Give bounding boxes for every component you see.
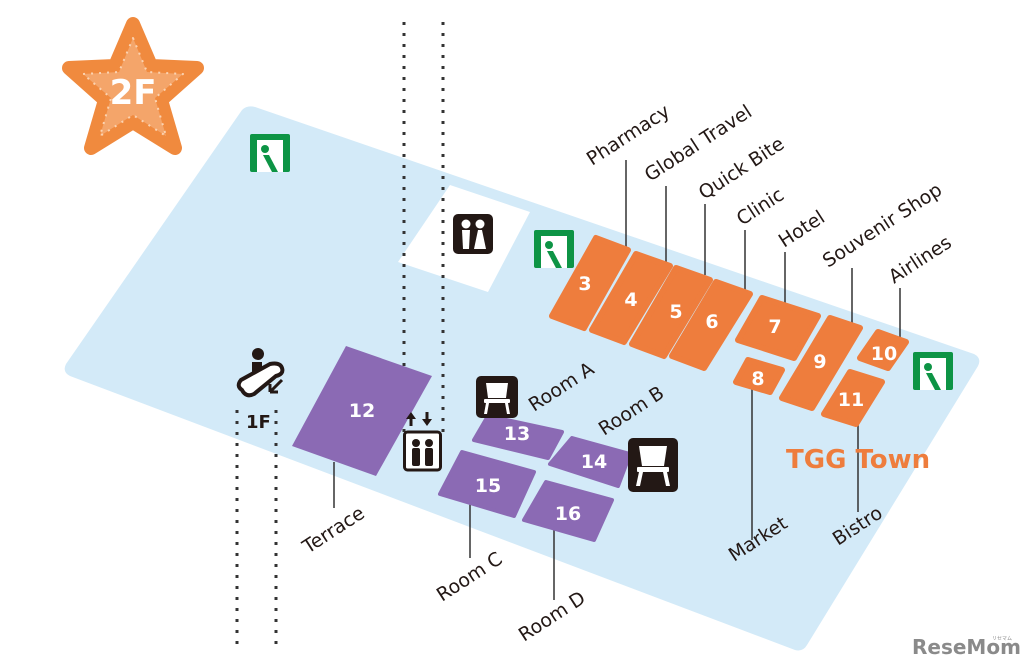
shop-unit-8[interactable] xyxy=(733,357,785,395)
emergency-exit-icon xyxy=(913,352,953,390)
chair-icon xyxy=(628,438,678,492)
unit-numbers: 3 4 5 6 7 8 9 10 11 12 13 14 15 16 xyxy=(349,273,897,525)
room-unit-15[interactable] xyxy=(438,450,536,518)
unit-number-3: 3 xyxy=(578,273,591,295)
shop-unit-10[interactable] xyxy=(857,329,909,371)
escalator-destination-label: 1F xyxy=(246,412,271,433)
shop-units xyxy=(549,235,909,427)
restroom-icon xyxy=(453,214,493,254)
shop-unit-6[interactable] xyxy=(669,279,753,371)
watermark-logo: ReseMom xyxy=(912,635,1021,659)
unit-number-12: 12 xyxy=(349,400,375,422)
emergency-exit-icon xyxy=(534,230,574,268)
unit-number-13: 13 xyxy=(504,423,530,445)
leader-lines xyxy=(333,160,901,600)
label-clinic: Clinic xyxy=(733,184,788,231)
shop-unit-3[interactable] xyxy=(549,235,631,331)
dotted-guides xyxy=(235,22,445,648)
chair-icon xyxy=(476,376,518,418)
unit-number-5: 5 xyxy=(669,301,682,323)
shop-unit-7[interactable] xyxy=(735,295,821,361)
unit-number-14: 14 xyxy=(581,451,607,473)
room-unit-14[interactable] xyxy=(548,436,632,488)
unit-number-8: 8 xyxy=(751,368,764,390)
label-room-d: Room D xyxy=(515,587,590,646)
label-hotel: Hotel xyxy=(775,206,829,252)
unit-number-6: 6 xyxy=(705,311,718,333)
room-units xyxy=(292,346,632,542)
room-unit-16[interactable] xyxy=(522,480,614,542)
unit-number-4: 4 xyxy=(624,289,637,311)
label-airlines: Airlines xyxy=(885,231,956,288)
room-unit-12[interactable] xyxy=(292,346,432,476)
unit-number-7: 7 xyxy=(768,316,781,338)
shop-unit-9[interactable] xyxy=(779,315,863,411)
unit-number-15: 15 xyxy=(475,475,501,497)
unit-number-10: 10 xyxy=(871,343,897,365)
shop-unit-4[interactable] xyxy=(589,251,673,345)
floor-plan-area xyxy=(64,106,980,651)
room-unit-13[interactable] xyxy=(472,414,564,460)
unit-number-9: 9 xyxy=(813,351,826,373)
shop-unit-5[interactable] xyxy=(629,265,713,359)
elevator-icon xyxy=(403,412,442,472)
floor-badge: 2F xyxy=(62,17,204,155)
unit-number-11: 11 xyxy=(838,389,864,411)
floor-label: 2F xyxy=(110,73,157,113)
watermark-small-text: リセマム xyxy=(992,636,1012,642)
area-name: TGG Town xyxy=(786,445,930,475)
emergency-exit-icon xyxy=(250,134,290,172)
unit-number-16: 16 xyxy=(555,503,581,525)
shop-unit-11[interactable] xyxy=(821,369,885,427)
label-terrace: Terrace xyxy=(298,502,369,559)
escalator-down-icon xyxy=(236,348,285,398)
